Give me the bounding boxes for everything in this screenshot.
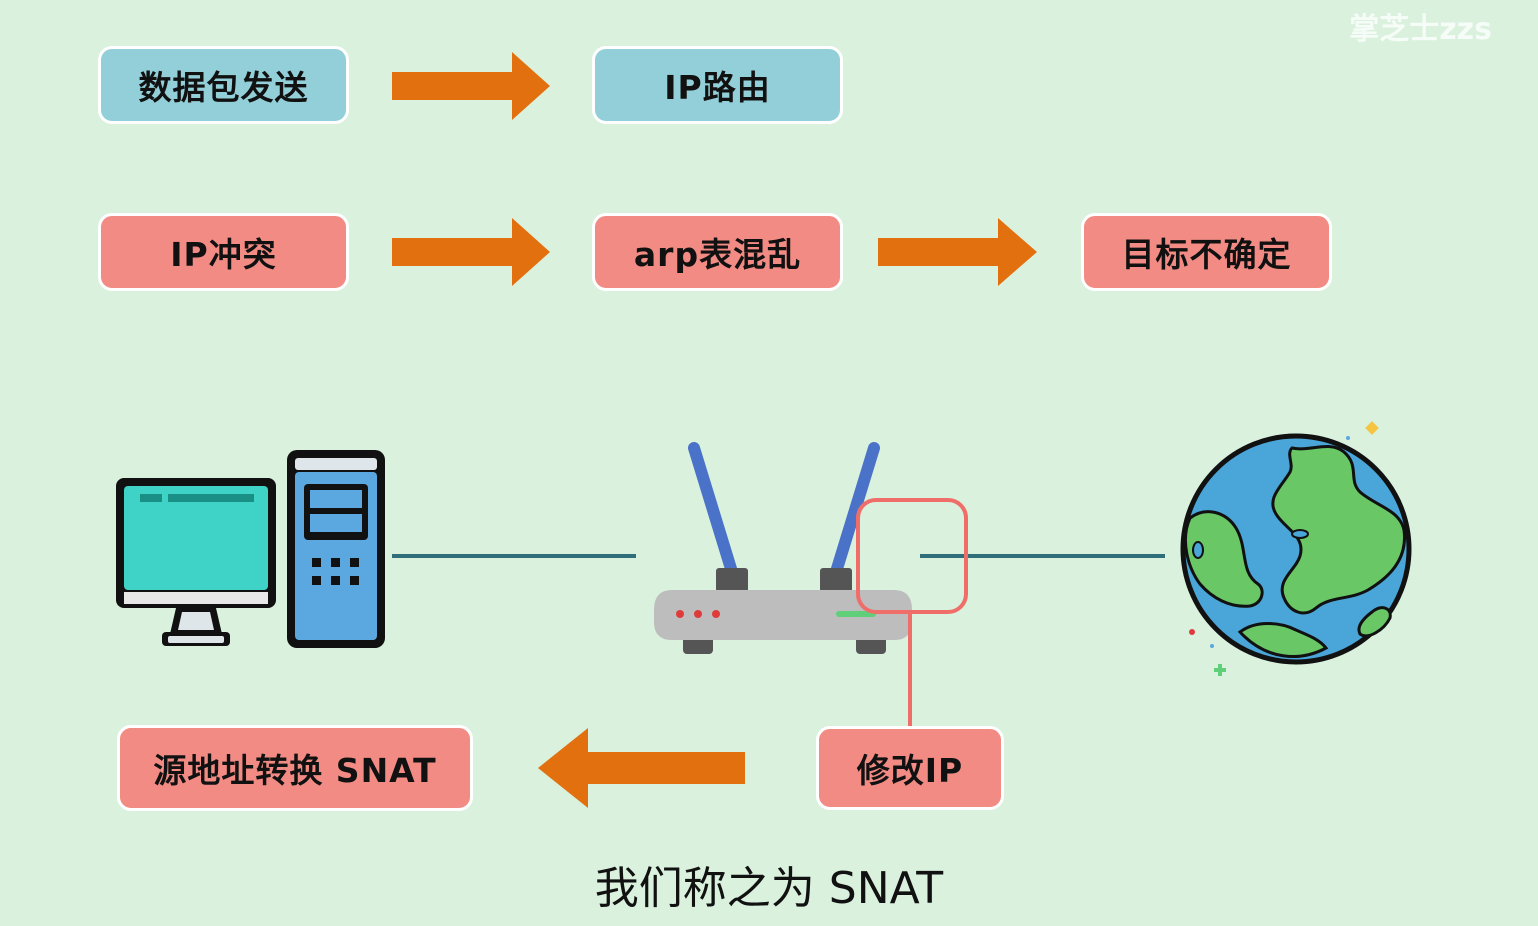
arrow-modify-to-snat bbox=[538, 728, 745, 808]
arrow-send-to-route bbox=[392, 52, 550, 120]
box-ip-routing: IP路由 bbox=[592, 46, 843, 124]
box-snat: 源地址转换 SNAT bbox=[117, 725, 473, 811]
computer-icon bbox=[116, 450, 385, 648]
router-icon bbox=[654, 442, 912, 654]
box-arp-chaos: arp表混乱 bbox=[592, 213, 843, 291]
globe-icon bbox=[1180, 421, 1412, 676]
arrow-arp-to-target bbox=[878, 218, 1037, 286]
box-packet-send: 数据包发送 bbox=[98, 46, 349, 124]
watermark: 掌芝士zzs bbox=[1349, 12, 1492, 47]
box-ip-conflict: IP冲突 bbox=[98, 213, 349, 291]
box-modify-ip: 修改IP bbox=[816, 726, 1004, 810]
subtitle-caption: 我们称之为 SNAT bbox=[594, 863, 944, 914]
box-target-uncertain: 目标不确定 bbox=[1081, 213, 1332, 291]
arrow-conflict-to-arp bbox=[392, 218, 550, 286]
